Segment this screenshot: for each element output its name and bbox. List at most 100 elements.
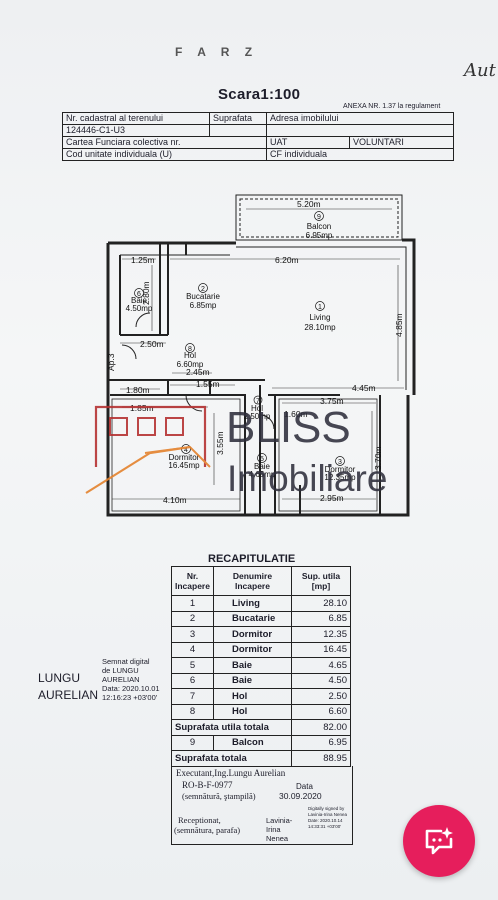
dim-1-80: 1.80m <box>126 385 150 395</box>
recap-title: RECAPITULATIE <box>208 553 296 565</box>
top-mark: F A R Z <box>175 45 259 59</box>
inner-wall-line <box>120 246 407 390</box>
dim-2-80: 2.80m <box>141 281 151 305</box>
bedroom-3-outline <box>278 398 378 512</box>
svg-text:Dormitor: Dormitor <box>325 465 356 474</box>
dim-4-45: 4.45m <box>352 383 376 393</box>
bedroom-4-outline <box>111 398 241 512</box>
watermark-brand-bottom: Imobiliare <box>227 458 387 499</box>
balcon-inner <box>239 198 399 238</box>
svg-text:4: 4 <box>184 447 188 454</box>
room-hol-7: 7 Hol 2.50mp <box>244 395 271 421</box>
receptionat-label: Receptionat, <box>178 815 221 825</box>
dim-1-25: 1.25m <box>131 255 155 265</box>
svg-text:6.95mp: 6.95mp <box>306 231 333 240</box>
dim-4-85: 4.85m <box>394 313 404 337</box>
svg-text:Bucatarie: Bucatarie <box>186 292 220 301</box>
adresa-label: Adresa imobilului <box>266 112 454 125</box>
svg-text:Dormitor: Dormitor <box>169 453 200 462</box>
svg-text:1: 1 <box>318 304 322 311</box>
receiver-digital-signature: Digitally signed by Lavinia-Irina Nenea … <box>308 806 348 829</box>
bliss-logo-watermark <box>85 405 211 494</box>
svg-text:16.45mp: 16.45mp <box>168 461 200 470</box>
digital-signature-text: Semnat digital de LUNGU AURELIAN Data: 2… <box>102 657 160 702</box>
dim-2-95: 2.95m <box>320 493 344 503</box>
svg-text:7: 7 <box>256 398 260 405</box>
room-baie-5: 5 Baie 4.65mp <box>249 453 276 479</box>
apartment-label: Ap.3 <box>106 353 116 371</box>
svg-text:2: 2 <box>201 286 205 293</box>
svg-text:6: 6 <box>137 291 141 298</box>
cadastral-table: Nr. cadastral al terenului Suprafata Adr… <box>62 112 454 161</box>
chat-button[interactable] <box>403 805 475 877</box>
chat-sparkle-icon <box>425 827 453 855</box>
svg-text:8: 8 <box>188 346 192 353</box>
svg-text:6.85mp: 6.85mp <box>190 301 217 310</box>
svg-text:Hol: Hol <box>184 351 196 360</box>
svg-text:9: 9 <box>317 214 321 221</box>
svg-text:Baie: Baie <box>131 296 148 305</box>
svg-text:12.35mp: 12.35mp <box>324 473 356 482</box>
svg-text:Hol: Hol <box>251 404 263 413</box>
cod-label: Cod unitate individuala (U) <box>62 148 267 161</box>
svg-text:Living: Living <box>310 313 331 322</box>
room-baie-6: 6 Baie 4.50mp <box>126 288 153 313</box>
nr-cadastral-label: Nr. cadastral al terenului <box>62 112 210 125</box>
dim-2-45: 2.45m <box>186 367 210 377</box>
executant: Executant,Ing.Lungu Aurelian <box>176 768 286 778</box>
suprafata-label: Suprafata <box>209 112 267 125</box>
svg-text:6.60mp: 6.60mp <box>177 360 204 369</box>
executant-code: RO-B-F-0977 <box>182 780 233 790</box>
hall-wall <box>108 379 265 395</box>
recap-table: Nr. Incapere Denumire Incapere Sup. util… <box>171 566 351 767</box>
svg-text:4.65mp: 4.65mp <box>249 470 276 479</box>
adresa-value <box>266 124 454 137</box>
svg-text:4.50mp: 4.50mp <box>126 304 153 313</box>
door-arc <box>185 394 203 412</box>
room-living: 1 Living 28.10mp <box>304 301 336 332</box>
signer-name: LUNGU AURELIAN <box>38 671 99 702</box>
dim-3-70: 3.70m <box>373 446 383 470</box>
dim-5-20: 5.20m <box>297 199 321 209</box>
nr-cadastral-value: 124446-C1-U3 <box>62 124 210 137</box>
floor-plan: 5.20m 6.20m 1.25m 2.50m 2.45m 1.80m 1.55… <box>85 194 416 517</box>
col-nr: Nr. Incapere <box>171 566 214 596</box>
cf-label: CF individuala <box>266 148 454 161</box>
bath-kitchen-wall <box>119 243 169 336</box>
carte-label: Cartea Funciara colectiva nr. <box>62 136 267 149</box>
scale-title: Scara1:100 <box>218 86 301 103</box>
annex-label: ANEXA NR. 1.37 la regulament <box>343 103 441 110</box>
room-bucatarie: 2 Bucatarie 6.85mp <box>186 283 220 310</box>
dim-2-50: 2.50m <box>140 339 164 349</box>
signature-mark: Aut <box>464 60 496 81</box>
data-value: 30.09.2020 <box>279 791 322 801</box>
door-arc <box>135 312 151 328</box>
suprafata-value <box>209 124 267 137</box>
col-name: Denumire Incapere <box>212 566 293 596</box>
semnatura-label: (semnătură, ştampilă) <box>182 791 256 801</box>
svg-text:28.10mp: 28.10mp <box>304 323 336 332</box>
room-dormitor-3: 3 Dormitor 12.35mp <box>324 456 356 482</box>
svg-text:3: 3 <box>338 459 342 466</box>
room-balcon: 9 Balcon 6.95mp <box>306 211 333 240</box>
dim-3-55: 3.55m <box>215 431 225 455</box>
dim-3-75: 3.75m <box>320 396 344 406</box>
watermark-brand-top: BLISS <box>226 403 351 452</box>
svg-text:Baie: Baie <box>254 462 271 471</box>
svg-text:5: 5 <box>260 456 264 463</box>
room-hol-8: 8 Hol 6.60mp <box>177 343 204 369</box>
dim-1-60: 1.60m <box>284 409 308 419</box>
data-label: Data <box>296 782 313 791</box>
door-arc <box>121 344 137 360</box>
